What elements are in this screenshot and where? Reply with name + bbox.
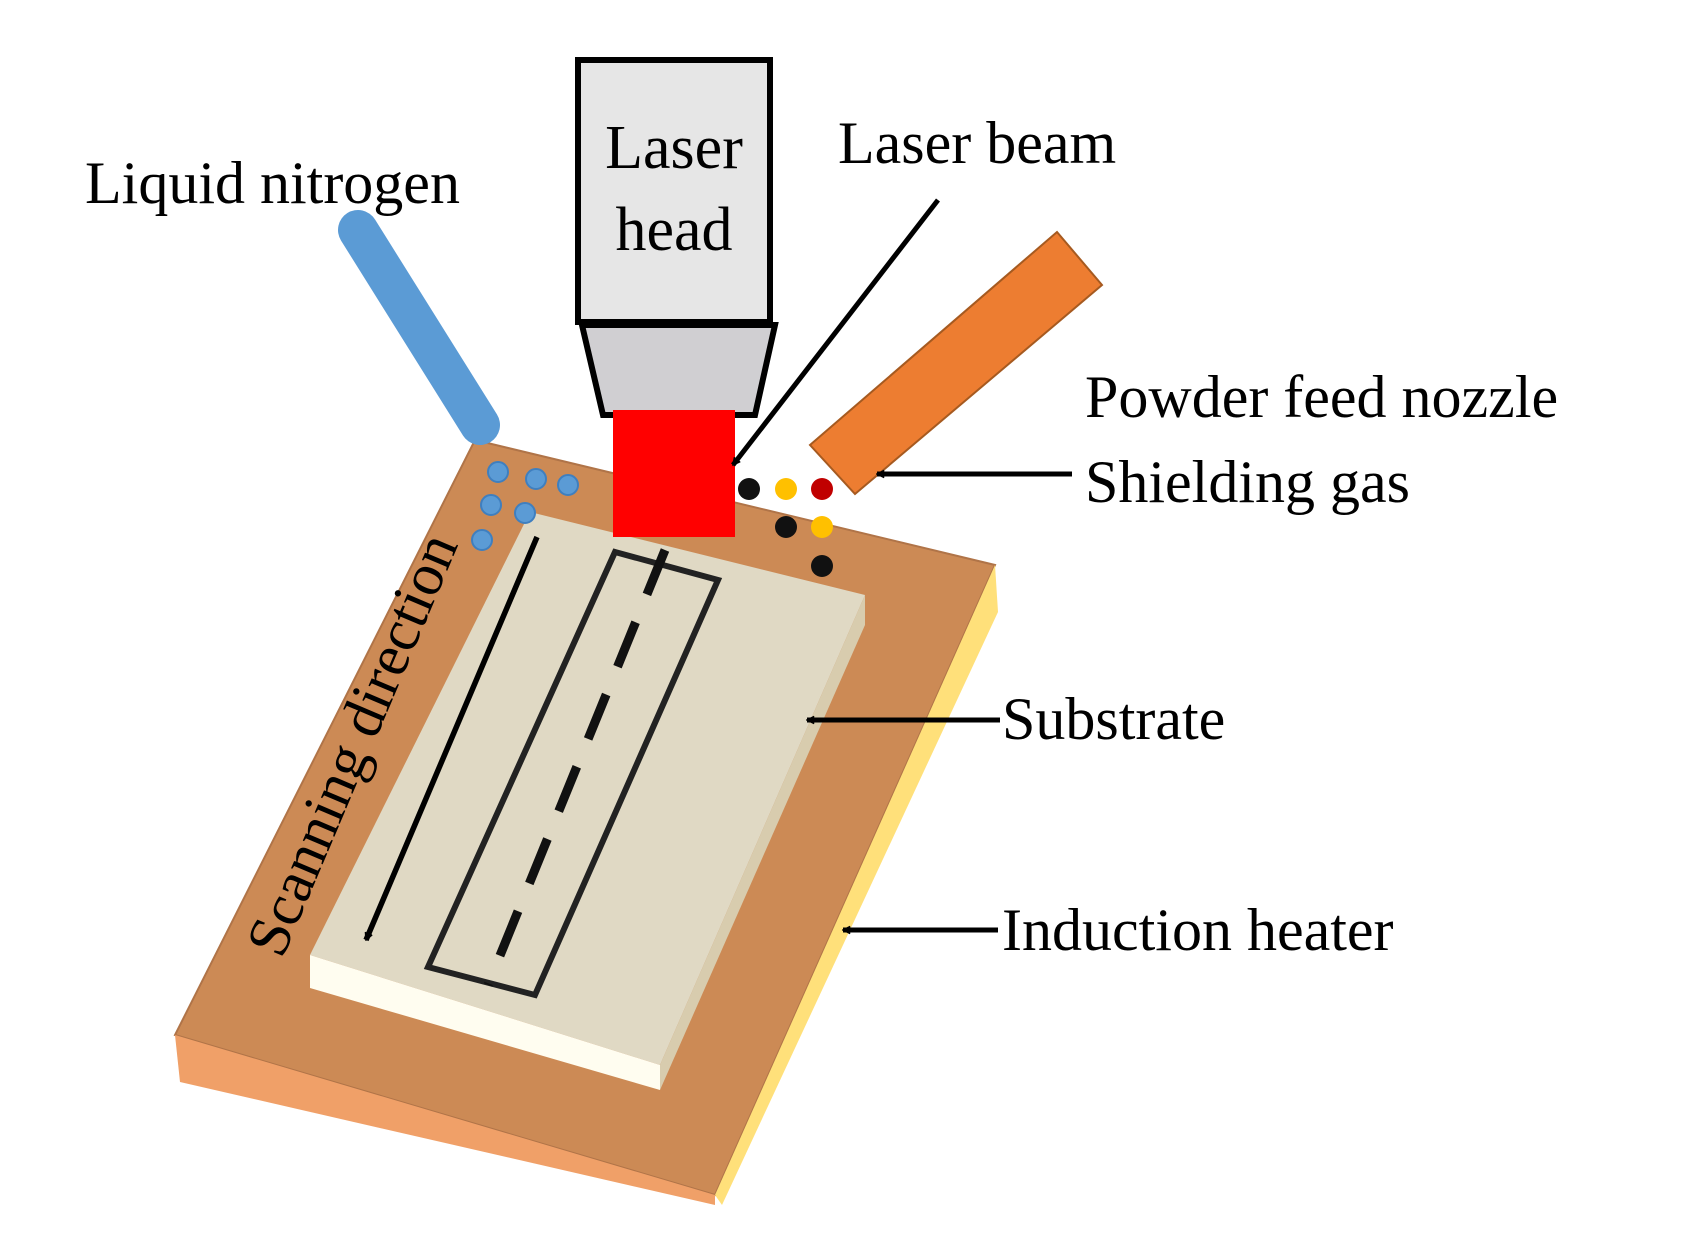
laser-beam-spot (613, 410, 735, 537)
liquid-nitrogen-droplets (471, 461, 579, 551)
nitrogen-droplet (557, 474, 579, 496)
laser-beam-leader-arrow (731, 198, 940, 467)
powder-particle-yellow (775, 478, 797, 500)
laser-head-label-line1: Laser (605, 114, 743, 182)
heater-side-face (715, 565, 998, 1205)
nitrogen-droplet (487, 461, 509, 483)
laser-beam-label: Laser beam (838, 110, 1116, 176)
liquid-nitrogen-label: Liquid nitrogen (85, 150, 460, 216)
laser-head-nozzle (578, 322, 779, 418)
substrate-label: Substrate (1002, 686, 1225, 752)
induction-heater-label: Induction heater (1002, 897, 1394, 963)
clad-track-outline (423, 548, 723, 999)
powder-particle-black (811, 555, 833, 577)
substrate-front-face (310, 955, 660, 1090)
laser-head-body (575, 57, 773, 325)
scanning-direction-arrow (363, 535, 540, 940)
powder-feed-nozzle (808, 230, 1104, 496)
nitrogen-droplet (525, 468, 547, 490)
powder-particle-black (775, 516, 797, 538)
powder-particle-yellow (811, 516, 833, 538)
nitrogen-droplet (514, 502, 536, 524)
heater-front-face (175, 1035, 715, 1205)
liquid-nitrogen-tube (338, 210, 500, 445)
laser-head: Laser head (575, 57, 779, 418)
powder-particle-black (738, 478, 760, 500)
laser-head-label-line2: head (615, 196, 732, 264)
clad-track-centerline (483, 548, 670, 987)
nitrogen-droplet (471, 529, 493, 551)
powder-particles (738, 478, 833, 577)
shielding-gas-label: Shielding gas (1085, 449, 1410, 515)
powder-feed-nozzle-label: Powder feed nozzle (1085, 364, 1558, 430)
nitrogen-droplet (480, 494, 502, 516)
powder-particle-red (811, 478, 833, 500)
